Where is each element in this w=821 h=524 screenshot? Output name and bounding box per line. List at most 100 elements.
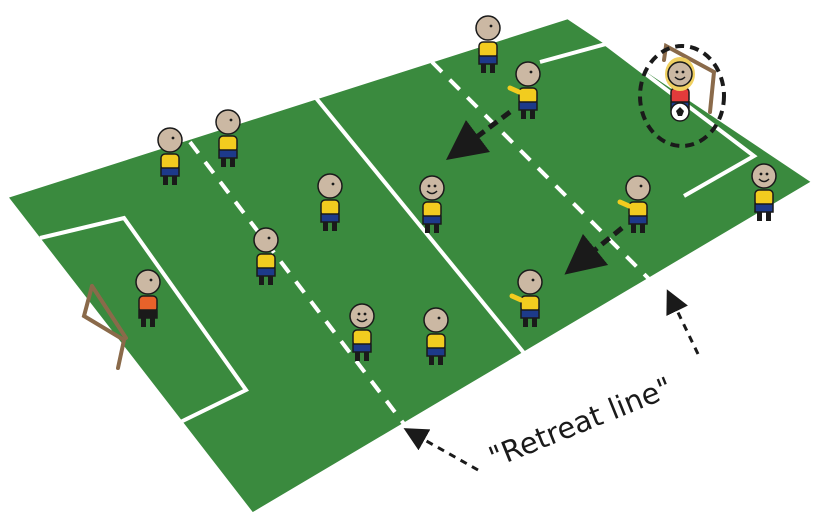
player-icon bbox=[215, 109, 241, 167]
leg bbox=[532, 318, 537, 327]
eye bbox=[149, 278, 153, 282]
leg bbox=[490, 64, 495, 73]
head bbox=[751, 163, 777, 189]
dashed-circle-highlight bbox=[638, 44, 726, 148]
shorts bbox=[628, 215, 648, 225]
head bbox=[475, 15, 501, 41]
shorts bbox=[426, 347, 446, 357]
shorts bbox=[518, 101, 538, 111]
leg bbox=[332, 222, 337, 231]
leg bbox=[631, 224, 636, 233]
eye bbox=[171, 136, 175, 140]
player-icon bbox=[423, 307, 449, 365]
shorts bbox=[520, 309, 540, 319]
arm bbox=[617, 199, 632, 209]
head bbox=[625, 175, 651, 201]
right-goal-icon bbox=[662, 42, 717, 114]
movement-arrows bbox=[446, 110, 624, 275]
shorts bbox=[754, 203, 774, 213]
head bbox=[317, 173, 343, 199]
eye bbox=[681, 70, 685, 74]
player-icon bbox=[157, 127, 183, 185]
head bbox=[349, 303, 375, 329]
movement-arrow bbox=[564, 226, 624, 275]
player-icon bbox=[617, 175, 651, 233]
eye bbox=[363, 312, 367, 316]
eye bbox=[639, 184, 643, 188]
shorts bbox=[478, 55, 498, 65]
ball-patch bbox=[676, 107, 684, 116]
shorts bbox=[422, 215, 442, 225]
player-icon bbox=[419, 175, 445, 233]
leg bbox=[355, 352, 360, 361]
shorts bbox=[352, 343, 372, 353]
eye bbox=[489, 24, 493, 28]
goalkeeper-player-icon bbox=[665, 57, 695, 122]
head bbox=[517, 269, 543, 295]
halfway-line bbox=[314, 96, 530, 360]
leg bbox=[640, 224, 645, 233]
eye bbox=[229, 118, 233, 122]
player-icon bbox=[135, 269, 161, 327]
leg bbox=[150, 318, 155, 327]
leg bbox=[172, 176, 177, 185]
shorts bbox=[160, 167, 180, 177]
leg bbox=[425, 224, 430, 233]
leg bbox=[521, 110, 526, 119]
leg bbox=[221, 158, 226, 167]
eye bbox=[357, 312, 361, 316]
player-icon bbox=[507, 61, 541, 119]
shorts bbox=[138, 309, 158, 319]
leg bbox=[323, 222, 328, 231]
leg bbox=[757, 212, 762, 221]
shorts bbox=[218, 149, 238, 159]
eye bbox=[267, 236, 271, 240]
leg bbox=[230, 158, 235, 167]
head bbox=[215, 109, 241, 135]
eye bbox=[765, 172, 769, 176]
leg bbox=[434, 224, 439, 233]
head bbox=[515, 61, 541, 87]
smile bbox=[426, 190, 438, 195]
eye bbox=[529, 70, 533, 74]
retreat-line-caption: "Retreat line" bbox=[484, 370, 677, 474]
eye bbox=[759, 172, 763, 176]
arm bbox=[507, 85, 522, 95]
players bbox=[135, 15, 777, 365]
eye bbox=[433, 184, 437, 188]
player-icon bbox=[509, 269, 543, 327]
retreat-line-left bbox=[188, 140, 406, 426]
leg bbox=[259, 276, 264, 285]
leg bbox=[523, 318, 528, 327]
left-penalty-area bbox=[39, 215, 249, 434]
head bbox=[253, 227, 279, 253]
player-icon bbox=[317, 173, 343, 231]
smile bbox=[674, 76, 686, 81]
leg bbox=[530, 110, 535, 119]
head bbox=[419, 175, 445, 201]
left-goal-icon bbox=[81, 284, 128, 370]
shorts bbox=[320, 213, 340, 223]
callout-arrows bbox=[403, 289, 700, 472]
arm bbox=[509, 293, 524, 303]
leg bbox=[268, 276, 273, 285]
head bbox=[157, 127, 183, 153]
leg bbox=[766, 212, 771, 221]
smile bbox=[758, 178, 770, 183]
leg bbox=[438, 356, 443, 365]
player-icon bbox=[253, 227, 279, 285]
leg bbox=[364, 352, 369, 361]
callout-arrow bbox=[403, 428, 479, 472]
player-icon bbox=[349, 303, 375, 361]
eye bbox=[427, 184, 431, 188]
player-icon bbox=[475, 15, 501, 73]
head bbox=[667, 61, 693, 87]
callout-arrow bbox=[666, 289, 700, 355]
shorts bbox=[256, 267, 276, 277]
goalkeeper-highlight bbox=[638, 44, 726, 148]
player-icon bbox=[751, 163, 777, 221]
pitch-surface bbox=[1, 13, 819, 519]
eye bbox=[437, 316, 441, 320]
head bbox=[423, 307, 449, 333]
